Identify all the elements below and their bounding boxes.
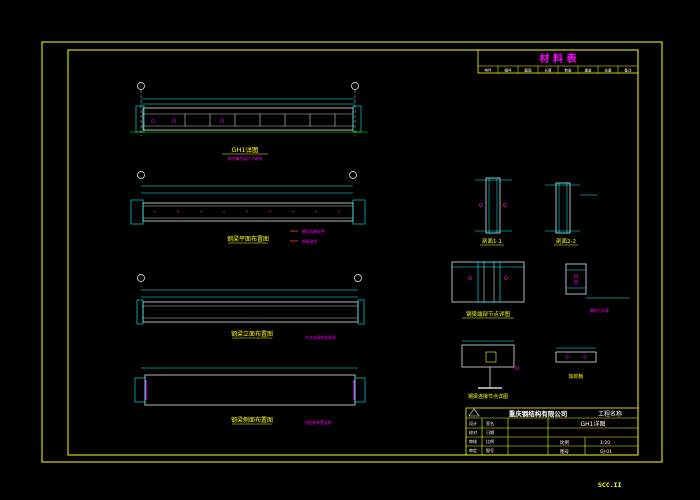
detail-stiffener: 加劲板 xyxy=(555,347,597,380)
title-block-row-value-1: 日期 xyxy=(486,429,494,435)
detail-bolt-holes: 螺栓孔示意 xyxy=(565,263,630,313)
view-3-title: 钢梁立面布置图 xyxy=(231,330,273,338)
scale-value: 1:20 xyxy=(600,440,610,446)
bolt-mark xyxy=(151,119,155,123)
company-logo-icon xyxy=(468,408,480,417)
drawing-title: GH1详图 xyxy=(581,420,606,428)
plus-mark: + xyxy=(291,209,294,214)
title-block-row-label-1: 校对 xyxy=(469,429,477,435)
bolt-mark xyxy=(220,119,224,123)
title-block-row-label-2: 审核 xyxy=(469,438,477,444)
detail-2-note: 螺栓孔示意 xyxy=(590,308,609,313)
material-table-headers: 构件 编号 截面 长度 数量 重量 总重 备注 xyxy=(484,66,632,73)
plus-mark: + xyxy=(222,209,225,214)
section-1-1: 剖面1-1 xyxy=(475,177,512,246)
material-table-header-6: 总重 xyxy=(604,68,612,73)
outer-frame xyxy=(41,41,663,463)
view-3-note: 节点连接构造说明 xyxy=(305,335,336,340)
detail-1-title: 钢梁端部节点详图 xyxy=(466,310,511,318)
view-4-beam-side: 钢梁侧面布置图 加劲肋布置说明 xyxy=(134,367,366,425)
view-2-note-2: 焊接说明 xyxy=(302,239,317,244)
bolt-mark xyxy=(172,119,176,123)
view-1-beam-elevation: GH1详图 构件编号及尺寸说明 xyxy=(130,82,368,161)
view-4-note: 加劲肋布置说明 xyxy=(305,420,332,425)
grid-bubble xyxy=(351,82,359,90)
title-block-row-value-2: 比例 xyxy=(486,438,494,444)
title-block-row-label-0: 设计 xyxy=(469,420,477,426)
view-4-title: 钢梁侧面布置图 xyxy=(231,416,273,424)
title-block-row-value-3: 图号 xyxy=(486,447,494,453)
view-2-title: 钢梁平面布置图 xyxy=(227,235,269,243)
material-table-header-5: 重量 xyxy=(584,68,592,73)
view-3-beam-elevation: 钢梁立面布置图 节点连接构造说明 xyxy=(136,274,365,340)
view-1-title: GH1详图 xyxy=(231,145,258,154)
view-2-note-1: 螺栓连接说明 xyxy=(302,229,325,234)
material-table-header-4: 数量 xyxy=(564,68,572,73)
material-table-header-7: 备注 xyxy=(624,68,632,73)
inner-frame xyxy=(67,49,639,456)
corner-text: SCC.II xyxy=(598,481,622,489)
section-2-2-title: 剖面2-2 xyxy=(556,237,576,245)
plus-mark: + xyxy=(314,209,317,214)
material-table-header-0: 构件 xyxy=(484,68,492,73)
material-table: 材 料 表 构件 编号 截面 长度 数量 重量 总重 备注 xyxy=(477,49,639,74)
view-1-note: 构件编号及尺寸说明 xyxy=(228,156,262,161)
material-table-title: 材 料 表 xyxy=(540,52,578,65)
plus-mark: + xyxy=(268,209,271,214)
material-table-header-2: 截面 xyxy=(524,68,532,73)
plus-mark: + xyxy=(337,209,340,214)
drawing-number-value: GJ-01 xyxy=(600,449,612,455)
drawing-number-label: 图号 xyxy=(560,449,569,455)
grid-bubble xyxy=(137,82,145,90)
detail-end-connection: 钢梁端部节点详图 xyxy=(451,261,525,319)
project-name: 工程名称 xyxy=(598,410,622,418)
plus-mark: + xyxy=(245,209,248,214)
material-table-header-3: 长度 xyxy=(544,68,552,73)
material-table-header-1: 编号 xyxy=(504,68,512,73)
section-1-1-title: 剖面1-1 xyxy=(482,237,502,245)
view-2-beam-plan: + + + + + + + + + 钢梁平面布置图 螺栓连接说明 焊接说明 xyxy=(130,171,366,244)
detail-beam-connection: 钢梁连接节点详图 xyxy=(461,340,519,400)
scale-label: 比例 xyxy=(560,439,569,446)
company-name: 重庆钢结构有限公司 xyxy=(509,409,568,418)
detail-4-title: 加劲板 xyxy=(568,373,583,380)
plus-mark: + xyxy=(153,209,156,214)
plus-mark: + xyxy=(199,209,202,214)
title-block-row-label-3: 审定 xyxy=(469,447,477,453)
plus-mark: + xyxy=(176,209,179,214)
title-block-row-value-0: 签名 xyxy=(486,420,494,426)
detail-3-title: 钢梁连接节点详图 xyxy=(468,393,508,400)
section-2-2: 剖面2-2 xyxy=(545,182,598,246)
